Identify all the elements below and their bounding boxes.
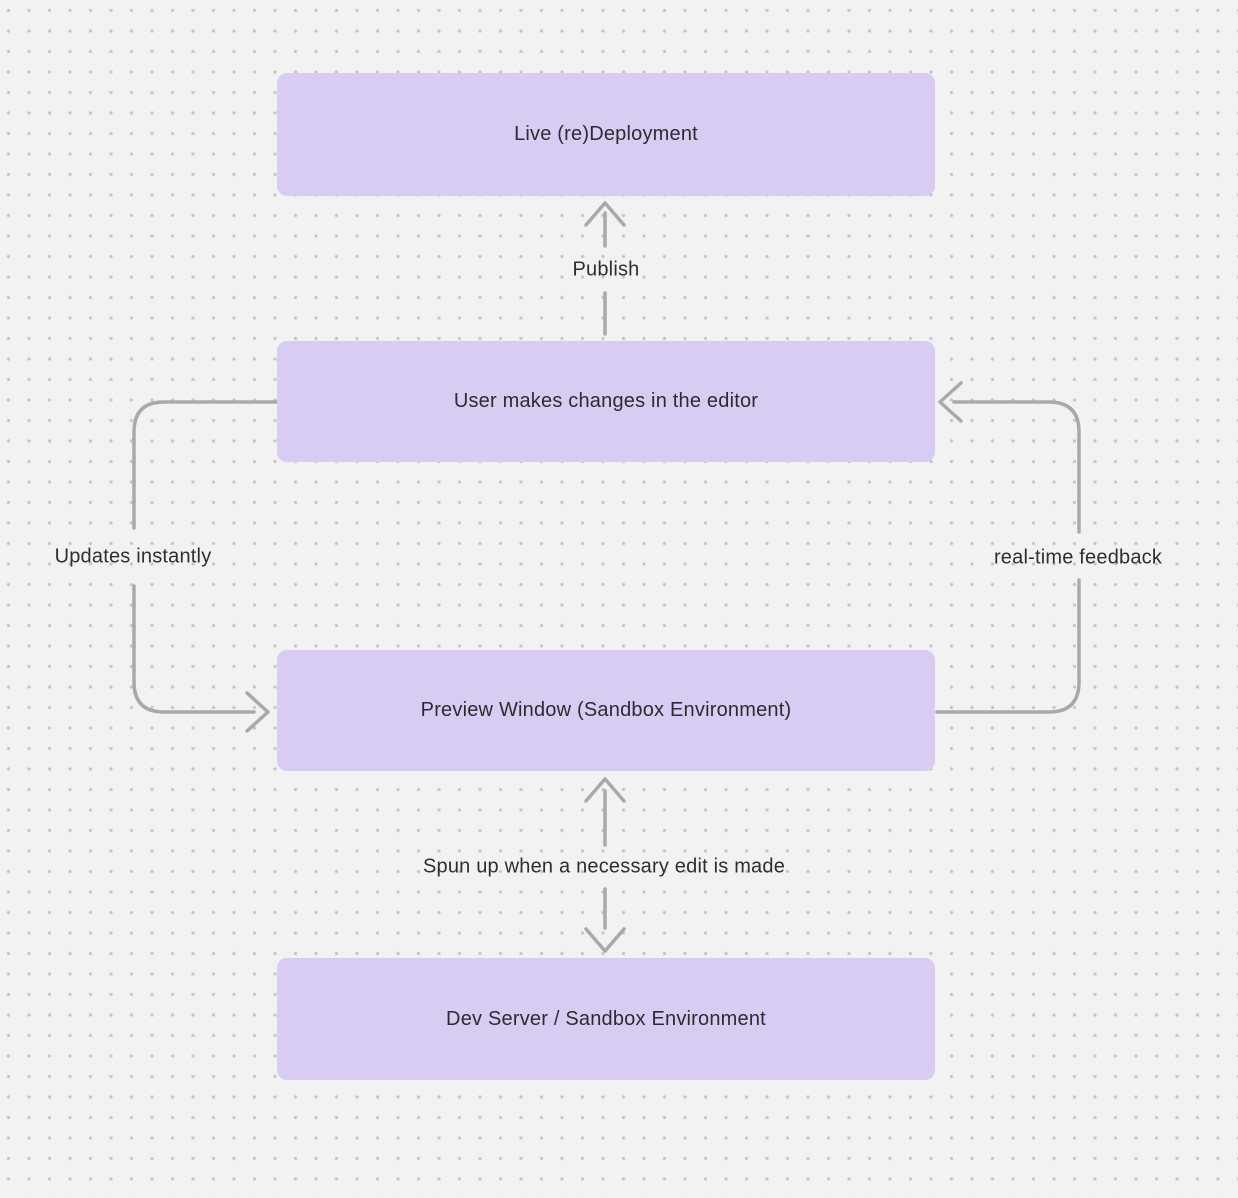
spun-up-arrowhead-up-icon[interactable] [584, 777, 626, 803]
real-time-feedback-arrow-lower[interactable] [935, 578, 1081, 714]
node-live-redeployment[interactable]: Live (re)Deployment [277, 73, 935, 196]
publish-arrowhead-up-icon[interactable] [584, 201, 626, 227]
node-live-redeployment-label: Live (re)Deployment [514, 123, 698, 145]
real-time-feedback-arrowhead-left-icon[interactable] [938, 381, 963, 423]
node-dev-server-label: Dev Server / Sandbox Environment [446, 1007, 766, 1030]
edge-label-publish[interactable]: Publish [572, 258, 640, 281]
node-dev-server[interactable]: Dev Server / Sandbox Environment [277, 958, 935, 1080]
updates-instantly-arrowhead-right-icon[interactable] [245, 691, 270, 733]
updates-instantly-arrow-upper[interactable] [132, 400, 279, 530]
node-preview-window[interactable]: Preview Window (Sandbox Environment) [277, 650, 935, 771]
updates-instantly-arrow-lower[interactable] [132, 584, 256, 714]
real-time-feedback-arrow-upper[interactable] [952, 400, 1081, 534]
spun-up-arrowhead-down-icon[interactable] [584, 927, 626, 953]
edge-label-spun-up[interactable]: Spun up when a necessary edit is made [422, 855, 786, 878]
node-preview-window-label: Preview Window (Sandbox Environment) [420, 699, 792, 721]
node-user-editor-label: User makes changes in the editor [453, 390, 759, 412]
edge-label-real-time-feedback[interactable]: real-time feedback [993, 546, 1163, 569]
edge-label-updates-instantly[interactable]: Updates instantly [54, 545, 212, 568]
node-user-editor[interactable]: User makes changes in the editor [277, 341, 935, 462]
